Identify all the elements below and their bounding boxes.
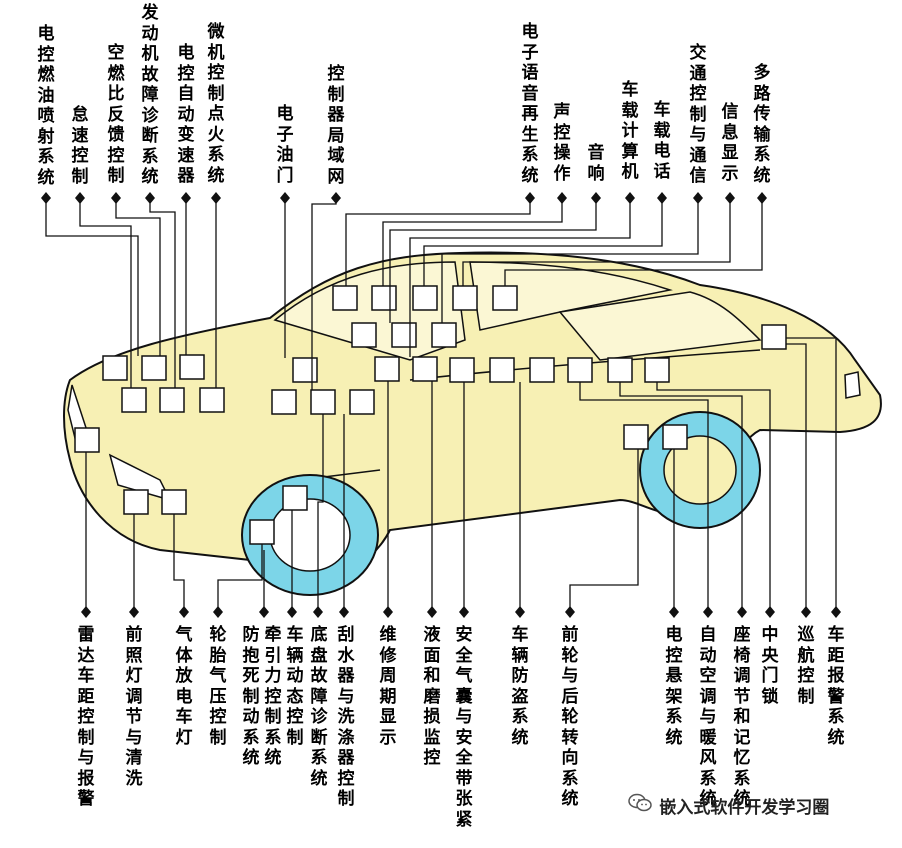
top-label-info-display: 信息显示 — [721, 102, 739, 184]
bottom-label-wiper: 刮水器与洗涤器控制 — [337, 625, 355, 809]
bottom-label-suspension: 电控悬架系统 — [665, 625, 683, 748]
top-label-traffic-comm: 交通控制与通信 — [689, 43, 707, 186]
top-connectors — [45, 198, 763, 390]
watermark: 嵌入式软件开发学习圈 — [628, 793, 878, 819]
bottom-label-climate: 自动空调与暖风系统 — [699, 625, 717, 809]
bottom-label-steering: 前轮与后轮转向系统 — [561, 625, 579, 809]
top-label-afr-feedback: 空燃比反馈控制 — [107, 43, 125, 186]
bottom-label-anti-theft: 车辆防盗系统 — [511, 625, 529, 748]
bottom-label-tire-pressure: 轮胎气压控制 — [209, 625, 227, 748]
top-label-onboard-computer: 车载计算机 — [621, 80, 639, 182]
top-label-voice-regen: 电子语音再生系统 — [521, 22, 539, 186]
bottom-label-central-lock: 中央门锁 — [761, 625, 779, 707]
component-icons — [74, 285, 787, 545]
top-label-voice-control: 声控操作 — [553, 102, 571, 184]
bottom-label-abs: 防抱死制动系统 — [242, 625, 260, 768]
bottom-label-fluid-wear: 液面和磨损监控 — [423, 625, 441, 768]
bottom-connectors — [85, 337, 837, 612]
bottom-label-chassis-diagnosis: 底盘故障诊断系统 — [310, 625, 328, 789]
top-label-engine-diagnosis: 发动机故障诊断系统 — [141, 3, 159, 187]
bottom-label-airbag: 安全气囊与安全带张紧 — [455, 625, 473, 830]
top-label-audio: 音响 — [587, 143, 605, 184]
top-label-car-phone: 车载电话 — [653, 100, 671, 182]
diamond-markers — [41, 192, 841, 618]
bottom-label-distance-warning: 车距报警系统 — [827, 625, 845, 748]
bottom-label-seat-memory: 座椅调节和记忆系统 — [733, 625, 751, 809]
bottom-label-radar: 雷达车距控制与报警 — [77, 625, 95, 809]
bottom-label-service-interval: 维修周期显示 — [379, 625, 397, 748]
bottom-label-cruise: 巡航控制 — [797, 625, 815, 707]
top-label-ignition: 微机控制点火系统 — [207, 22, 225, 186]
top-label-idle-control: 怠速控制 — [71, 105, 89, 187]
top-label-e-throttle: 电子油门 — [276, 104, 294, 186]
wechat-icon — [628, 793, 654, 818]
bottom-label-hid-lamp: 气体放电车灯 — [175, 625, 193, 748]
top-label-fuel-injection: 电控燃油喷射系统 — [37, 24, 55, 188]
watermark-text: 嵌入式软件开发学习圈 — [659, 798, 830, 818]
bottom-label-vdc: 车辆动态控制 — [286, 625, 304, 748]
top-label-multiplex: 多路传输系统 — [753, 63, 771, 186]
bottom-label-headlight: 前照灯调节与清洗 — [125, 625, 143, 789]
bottom-label-traction: 牵引力控制系统 — [264, 625, 282, 768]
top-label-auto-transmission: 电控自动变速器 — [177, 43, 195, 186]
top-label-can: 控制器局域网 — [327, 64, 345, 187]
